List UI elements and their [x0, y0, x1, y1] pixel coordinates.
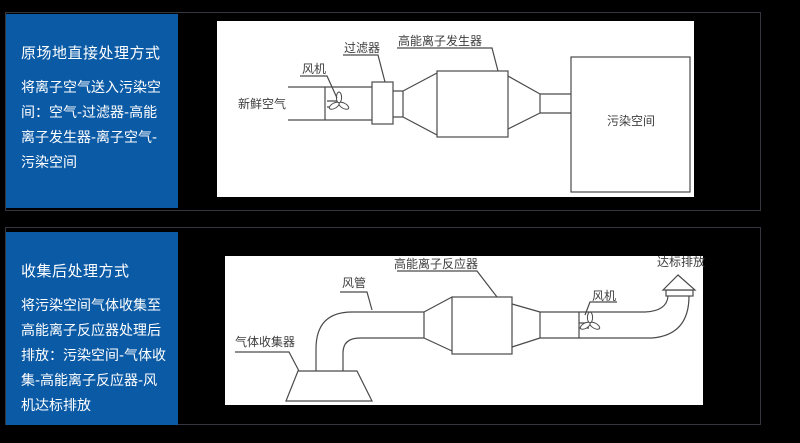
generator-label: 高能离子发生器 — [398, 33, 482, 48]
stack-rain-cap — [661, 274, 697, 291]
filter-box — [371, 81, 394, 125]
converging-cone-duct — [507, 75, 571, 130]
collector-label: 气体收集器 — [235, 334, 295, 349]
collect-description: 将污染空间气体收集至高能离子反应器处理后排放：污染空间-气体收集-高能离子反应器… — [21, 298, 167, 414]
discharge-label: 达标排放 — [657, 254, 705, 269]
onsite-description: 将离子空气送入污染空间：空气-过滤器-高能离子发生器-离子空气-污染空间 — [21, 80, 161, 171]
onsite-flow-diagram: 新鲜空气 风机 过滤器 高能离子发生器 污染空间 — [238, 33, 691, 193]
duct-leader-line — [340, 291, 373, 311]
gas-collector-hood — [285, 370, 373, 402]
polluted-space-label: 污染空间 — [607, 113, 655, 128]
converging-cone-duct — [511, 303, 652, 348]
duct-label: 风管 — [342, 275, 366, 290]
polluted-space-box — [570, 56, 691, 193]
generator-leader-line — [397, 47, 499, 72]
reactor-label: 高能离子反应器 — [394, 256, 478, 271]
diverging-cone — [423, 296, 453, 352]
collector-leader-line — [235, 351, 300, 372]
ion-reactor-box — [451, 296, 513, 355]
stack-flange — [665, 289, 694, 297]
fan-label: 风机 — [592, 289, 616, 303]
section-collect-treatment: 收集后处理方式 将污染空间气体收集至高能离子反应器处理后排放：污染空间-气体收集… — [5, 227, 761, 425]
fan-propeller-icon — [579, 311, 601, 330]
fan-leader-line — [300, 75, 338, 99]
elbow-duct-outer — [315, 311, 424, 371]
section-onsite-treatment: 原场地直接处理方式 将离子空气送入污染空间：空气-过滤器-高能离子发生器-离子空… — [5, 12, 761, 211]
stack-bend-inner — [651, 295, 690, 339]
diverging-cone — [393, 72, 438, 136]
onsite-text-panel: 原场地直接处理方式 将离子空气送入污染空间：空气-过滤器-高能离子发生器-离子空… — [6, 14, 178, 208]
ion-generator-box — [436, 70, 509, 138]
collect-title: 收集后处理方式 — [21, 262, 130, 280]
fan-leader-line — [584, 301, 617, 316]
onsite-diagram: 新鲜空气 风机 过滤器 高能离子发生器 污染空间 — [217, 21, 694, 197]
reactor-leader-line — [397, 270, 498, 298]
stack-bend-outer — [644, 295, 669, 313]
collect-flow-diagram: 气体收集器 风管 高能离子反应器 风机 达标排放 — [235, 254, 705, 402]
fresh-air-label: 新鲜空气 — [238, 96, 286, 111]
filter-leader-line — [343, 54, 386, 83]
collect-text-panel: 收集后处理方式 将污染空间气体收集至高能离子反应器处理后排放：污染空间-气体收集… — [6, 232, 178, 425]
collect-diagram: 气体收集器 风管 高能离子反应器 风机 达标排放 — [225, 254, 705, 405]
elbow-duct-inner — [342, 337, 424, 371]
filter-label: 过滤器 — [344, 41, 380, 55]
fan-propeller-icon — [328, 91, 350, 110]
onsite-title: 原场地直接处理方式 — [21, 44, 161, 62]
inlet-duct-lines — [288, 86, 372, 121]
fan-label: 风机 — [302, 62, 326, 76]
